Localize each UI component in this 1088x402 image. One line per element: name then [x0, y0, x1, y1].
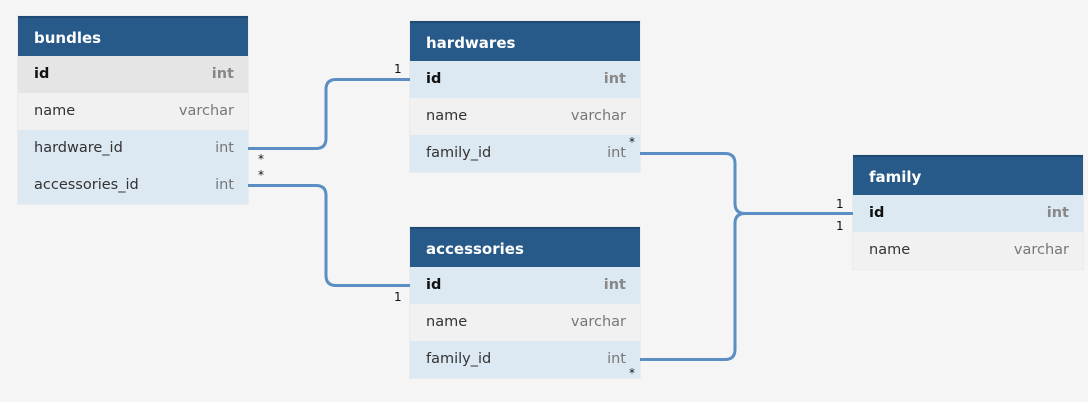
column-name: name: [34, 103, 76, 119]
cardinality-many: *: [629, 135, 635, 149]
column-type: varchar: [1013, 242, 1069, 258]
cardinality-many: *: [258, 168, 264, 182]
column-row-bundles-name[interactable]: name varchar: [18, 93, 248, 130]
table-title[interactable]: accessories: [410, 227, 640, 267]
table-title[interactable]: bundles: [18, 16, 248, 56]
column-row-family-id[interactable]: id int: [853, 195, 1083, 232]
column-type: int: [607, 145, 626, 161]
column-name: family_id: [426, 351, 492, 367]
column-row-accessories-id[interactable]: id int: [410, 267, 640, 304]
table-hardwares[interactable]: hardwares id int name varchar family_id int: [410, 21, 640, 172]
column-row-bundles-accessories-id[interactable]: accessories_id int: [18, 167, 248, 204]
column-name: family_id: [426, 145, 492, 161]
column-row-accessories-name[interactable]: name varchar: [410, 304, 640, 341]
relationship-line-bundles-hardwares[interactable]: [248, 78, 410, 150]
column-type: varchar: [178, 103, 234, 119]
column-name: name: [869, 242, 911, 258]
table-family[interactable]: family id int name varchar: [853, 155, 1083, 269]
cardinality-one: 1: [394, 290, 402, 304]
column-name: id: [869, 205, 885, 221]
column-name: accessories_id: [34, 177, 139, 193]
cardinality-one: 1: [836, 219, 844, 233]
column-name: name: [426, 314, 468, 330]
column-type: int: [1046, 205, 1069, 221]
relationship-line-hardwares-family[interactable]: [640, 152, 853, 215]
column-name: name: [426, 108, 468, 124]
column-type: int: [603, 71, 626, 87]
table-accessories[interactable]: accessories id int name varchar family_id int: [410, 227, 640, 378]
column-name: id: [34, 66, 50, 82]
column-row-hardwares-id[interactable]: id int: [410, 61, 640, 98]
relationship-line-accessories-family[interactable]: [640, 212, 853, 361]
column-row-bundles-hardware-id[interactable]: hardware_id int: [18, 130, 248, 167]
column-name: hardware_id: [34, 140, 123, 156]
column-row-bundles-id[interactable]: id int: [18, 56, 248, 93]
column-type: int: [215, 140, 234, 156]
column-type: int: [607, 351, 626, 367]
table-title[interactable]: family: [853, 155, 1083, 195]
column-name: id: [426, 277, 442, 293]
cardinality-many: *: [629, 366, 635, 380]
column-type: varchar: [570, 108, 626, 124]
column-row-hardwares-family-id[interactable]: family_id int: [410, 135, 640, 172]
column-row-accessories-family-id[interactable]: family_id int: [410, 341, 640, 378]
cardinality-one: 1: [394, 62, 402, 76]
column-type: int: [211, 66, 234, 82]
column-type: int: [603, 277, 626, 293]
cardinality-one: 1: [836, 197, 844, 211]
cardinality-many: *: [258, 152, 264, 166]
relationship-line-bundles-accessories[interactable]: [248, 184, 410, 287]
column-row-family-name[interactable]: name varchar: [853, 232, 1083, 269]
column-name: id: [426, 71, 442, 87]
column-type: varchar: [570, 314, 626, 330]
table-title[interactable]: hardwares: [410, 21, 640, 61]
column-row-hardwares-name[interactable]: name varchar: [410, 98, 640, 135]
column-type: int: [215, 177, 234, 193]
